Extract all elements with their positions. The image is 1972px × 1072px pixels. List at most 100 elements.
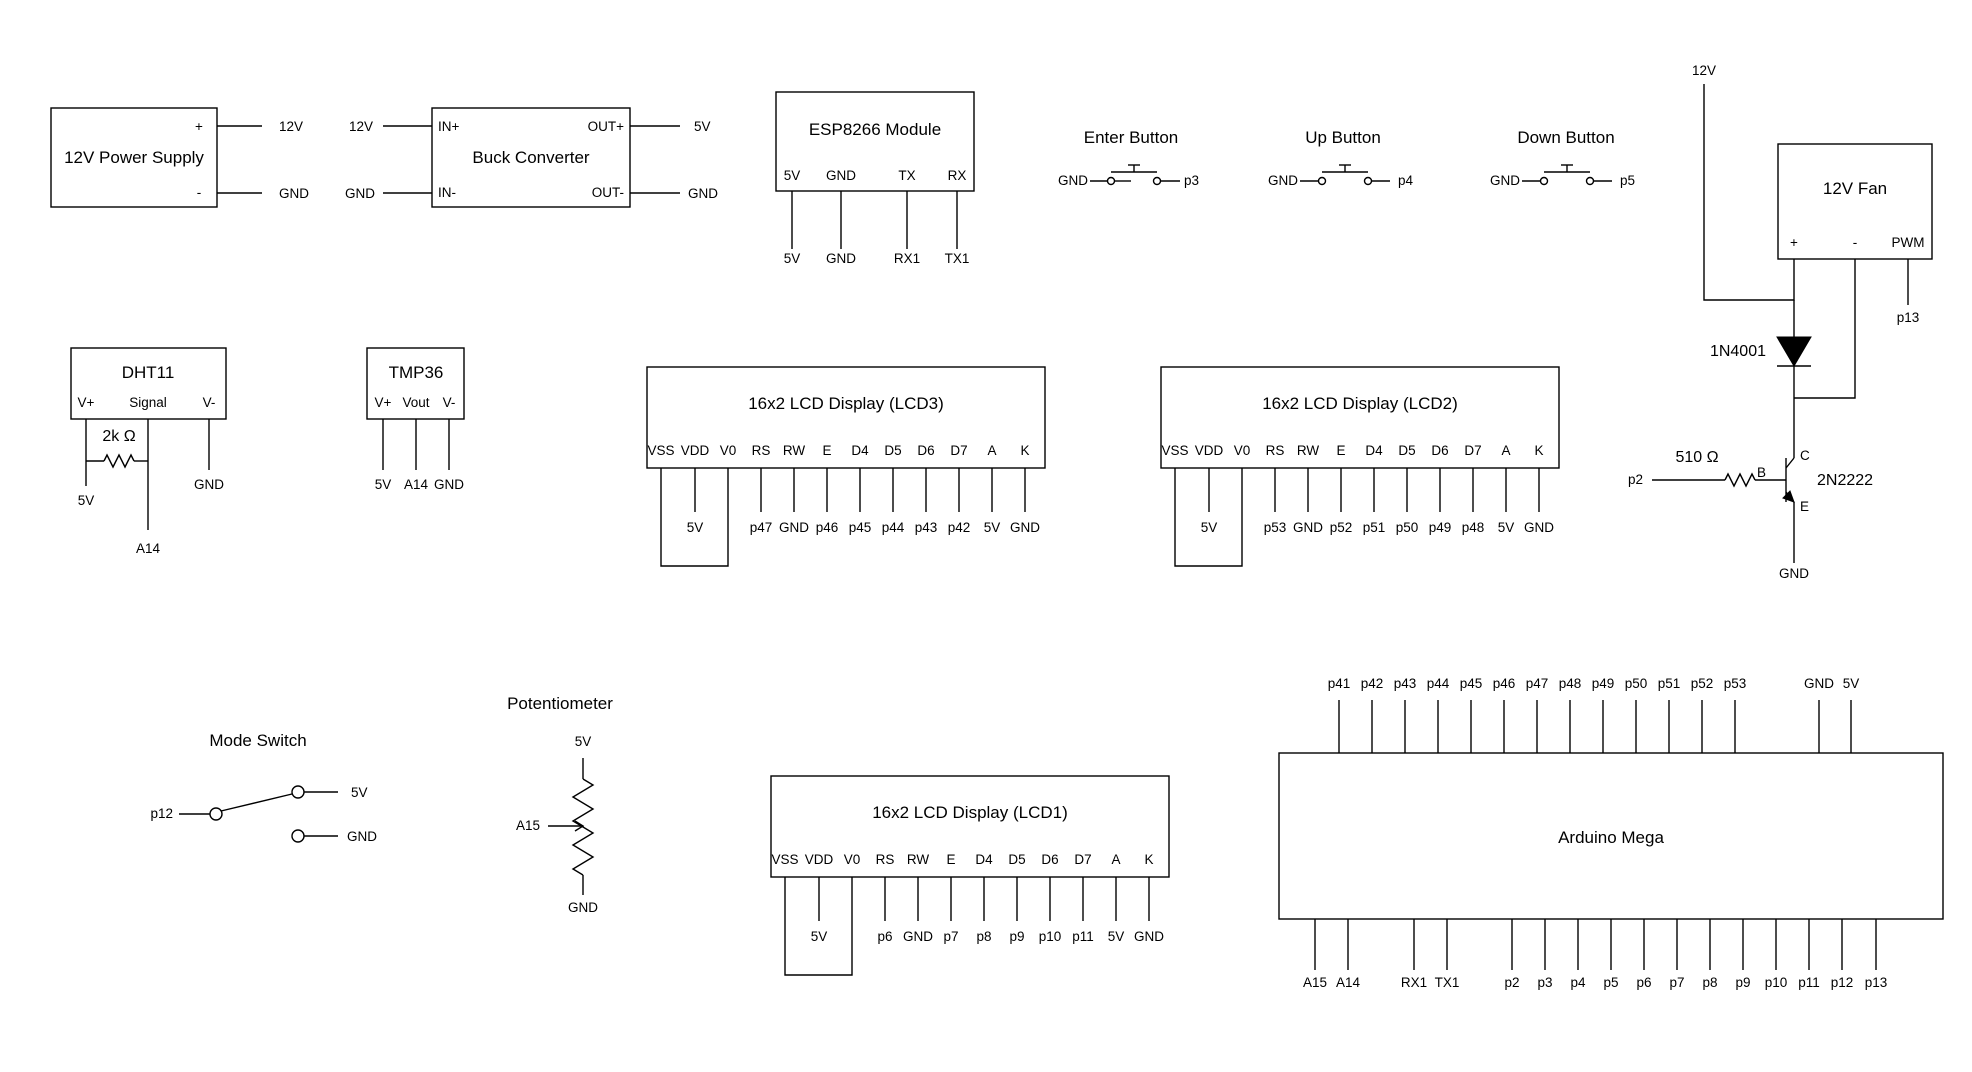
esp8266-title: ESP8266 Module	[809, 120, 941, 139]
fan-pin-minus: -	[1853, 235, 1858, 250]
arduino-bottom-pin: p9	[1735, 975, 1750, 990]
arduino-top-pin: p44	[1427, 676, 1450, 691]
dht11-pin-vplus: V+	[78, 395, 95, 410]
lcd3-vdd-wire-label: 5V	[687, 520, 704, 535]
up-button-title: Up Button	[1305, 128, 1381, 147]
esp8266-pin-5v: 5V	[784, 168, 801, 183]
lcd1-wire-label: GND	[1134, 929, 1164, 944]
dht11-sensor: DHT11 V+ Signal V- 2k Ω 5V A14 GND	[70, 347, 227, 556]
tmp36-pin-vplus: V+	[375, 395, 392, 410]
lcd2-box	[1160, 366, 1560, 469]
buck-converter: Buck Converter IN+ IN- OUT+ OUT- 12V GND…	[345, 107, 718, 208]
pot-wiper-label: A15	[516, 818, 540, 833]
lcd2-wire-label: p52	[1330, 520, 1353, 535]
lcd1-pin-label: RS	[876, 852, 895, 867]
arduino-bottom-pin: RX1	[1401, 975, 1427, 990]
lcd2-wire-label: p53	[1264, 520, 1287, 535]
arduino-bottom-pin: p2	[1504, 975, 1519, 990]
arduino-top-pin: p50	[1625, 676, 1648, 691]
lcd1-pin-label: K	[1144, 852, 1153, 867]
lcd3-pin-label: K	[1020, 443, 1029, 458]
mode-switch-5v-label: 5V	[351, 785, 368, 800]
tmp36-wire-gnd: GND	[434, 477, 464, 492]
pot-resistor	[571, 778, 595, 876]
lcd1-wire-label: p8	[976, 929, 991, 944]
lcd3-pin-label: D4	[851, 443, 869, 458]
lcd3-pin-label: D6	[917, 443, 934, 458]
buck-out-neg-pin: OUT-	[592, 185, 624, 200]
lcd3-pin-label: A	[987, 443, 996, 458]
arduino-bottom-pin: p7	[1669, 975, 1684, 990]
arduino-bottom-pin: p3	[1537, 975, 1552, 990]
enter-button-right-label: p3	[1184, 173, 1199, 188]
lcd3-wire-label: p42	[948, 520, 971, 535]
arduino-bottom-pin: p5	[1603, 975, 1618, 990]
arduino-top-pin: GND	[1804, 676, 1834, 691]
lcd3-pin-label: VDD	[681, 443, 710, 458]
transistor-e-label: E	[1800, 499, 1809, 514]
tmp36-wire-5v: 5V	[375, 477, 392, 492]
lcd1-title: 16x2 LCD Display (LCD1)	[872, 803, 1068, 822]
mode-switch-common-label: p12	[150, 806, 173, 821]
tmp36-sensor: TMP36 V+ Vout V- 5V A14 GND	[366, 347, 465, 492]
lcd2-pin-label: D6	[1431, 443, 1448, 458]
arduino-bottom-pin: p13	[1865, 975, 1888, 990]
lcd1-pin-label: D6	[1041, 852, 1058, 867]
lcd1-wire-label: p9	[1009, 929, 1024, 944]
lcd2-pin-label: V0	[1234, 443, 1251, 458]
arduino-bottom-pin: TX1	[1435, 975, 1460, 990]
pot-title: Potentiometer	[507, 694, 613, 713]
tmp36-wire-a14: A14	[404, 477, 429, 492]
down-button-left-label: GND	[1490, 173, 1520, 188]
lcd3-pin-label: E	[822, 443, 831, 458]
base-resistor-label: 510 Ω	[1675, 449, 1718, 466]
lcd1-wire-label: p10	[1039, 929, 1062, 944]
transistor-c-label: C	[1800, 448, 1810, 463]
dht11-resistor-label: 2k Ω	[102, 428, 135, 445]
esp8266-module: ESP8266 Module 5V GND TX RX 5V GND RX1 T…	[775, 91, 975, 266]
lcd2-pin-label: D5	[1398, 443, 1415, 458]
lcd1-wire-label: GND	[903, 929, 933, 944]
esp8266-wire-5v: 5V	[784, 251, 801, 266]
dht11-pin-signal: Signal	[129, 395, 167, 410]
arduino-top-pin: p43	[1394, 676, 1417, 691]
fan-supply-12v-label: 12V	[1692, 63, 1716, 78]
arduino-top-pin: p51	[1658, 676, 1681, 691]
buck-wire-out-5v: 5V	[694, 119, 711, 134]
lcd2-pin-label: D7	[1464, 443, 1481, 458]
transistor-gnd-label: GND	[1779, 566, 1809, 581]
down-button: Down Button GND p5	[1490, 128, 1635, 188]
enter-button-left-label: GND	[1058, 173, 1088, 188]
tmp36-pin-vout: Vout	[402, 395, 429, 410]
arduino-top-pin: p53	[1724, 676, 1747, 691]
esp8266-pin-rx: RX	[948, 168, 967, 183]
arduino-bottom-pin: p12	[1831, 975, 1854, 990]
base-resistor	[1724, 472, 1756, 488]
down-button-right-label: p5	[1620, 173, 1635, 188]
lcd1-pin-label: VSS	[771, 852, 798, 867]
fan-driver-circuit: 12V 12V Fan + - PWM p13 1N4001 C E B 2N2…	[1628, 63, 1933, 581]
up-button-right-label: p4	[1398, 173, 1414, 188]
lcd1-pin-label: V0	[844, 852, 861, 867]
buck-converter-title: Buck Converter	[472, 148, 589, 167]
lcd3-wire-label: 5V	[984, 520, 1001, 535]
lcd1-box	[770, 775, 1170, 878]
arduino-top-pin: p48	[1559, 676, 1582, 691]
esp8266-wire-gnd: GND	[826, 251, 856, 266]
arduino-bottom-pin: p10	[1765, 975, 1788, 990]
lcd1-pin-label: E	[946, 852, 955, 867]
up-button-left-label: GND	[1268, 173, 1298, 188]
diode-label: 1N4001	[1710, 343, 1766, 360]
lcd1-pin-label: D4	[975, 852, 993, 867]
fan-pin-plus: +	[1790, 235, 1798, 250]
lcd3-pin-label: V0	[720, 443, 737, 458]
arduino-top-pin: p42	[1361, 676, 1384, 691]
pot-gnd-label: GND	[568, 900, 598, 915]
buck-in-neg-pin: IN-	[438, 185, 456, 200]
mode-switch-gnd-label: GND	[347, 829, 377, 844]
power-supply-title: 12V Power Supply	[64, 148, 204, 167]
arduino-bottom-pin: p4	[1570, 975, 1586, 990]
arduino-bottom-pin: p11	[1798, 975, 1820, 990]
